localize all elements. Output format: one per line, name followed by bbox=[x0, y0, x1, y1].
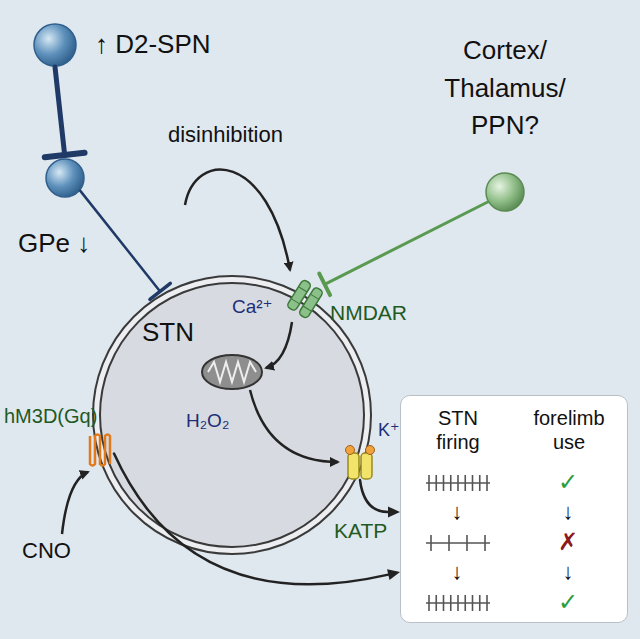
node-text: ↑ D2-SPN bbox=[95, 29, 211, 60]
table-cell: ✓ bbox=[558, 468, 578, 497]
table-cell: ↓ bbox=[452, 499, 463, 525]
arrow-head bbox=[387, 569, 400, 580]
connector-line bbox=[114, 454, 388, 585]
node-text: hM3D(Gq) bbox=[4, 404, 97, 428]
connector bbox=[45, 67, 85, 157]
table-cell: ↓ bbox=[452, 559, 463, 585]
connector-line bbox=[325, 202, 488, 284]
h2o2-arrow bbox=[250, 390, 338, 462]
annotation-label: Ca²⁺ bbox=[232, 296, 273, 319]
table-cell: ↓ bbox=[563, 559, 574, 585]
channel-symbol bbox=[288, 280, 322, 318]
annotation-label: CNO bbox=[22, 538, 71, 564]
annotation-label: disinhibition bbox=[168, 122, 283, 148]
cno-arrow bbox=[62, 472, 88, 534]
connector-line bbox=[80, 191, 160, 292]
nmda-receptor: NMDAR bbox=[288, 280, 322, 318]
connector bbox=[80, 191, 170, 300]
inhibition-bar bbox=[45, 153, 85, 157]
connector bbox=[360, 480, 400, 517]
annotation-label: K⁺ bbox=[378, 420, 400, 442]
dreadd-receptor: hM3D(Gq) bbox=[88, 432, 114, 468]
d2-spn-neuron: ↑ D2-SPN bbox=[33, 23, 77, 67]
table-cell: ↓ bbox=[563, 499, 574, 525]
node-text: KATP bbox=[334, 518, 387, 543]
disinhibition-arrow bbox=[185, 170, 290, 270]
calcium-arrow bbox=[266, 322, 292, 368]
neuron-sphere bbox=[33, 23, 77, 67]
gpe-neuron: GPe ↓ bbox=[45, 158, 85, 198]
outcome-table: STN firing forelimb use bbox=[400, 395, 628, 623]
node-text: forelimb use bbox=[526, 406, 612, 454]
channel-symbol bbox=[344, 444, 376, 480]
connector-line bbox=[55, 67, 65, 155]
node-text: NMDAR bbox=[330, 300, 407, 325]
node-text: Cortex/ Thalamus/ PPN? bbox=[430, 32, 580, 145]
katp-channel: KATP bbox=[344, 444, 376, 480]
inhibition-bar bbox=[150, 283, 170, 299]
connector bbox=[114, 454, 400, 585]
neuron-sphere bbox=[485, 172, 525, 212]
annotation-label: H₂O₂ bbox=[186, 410, 229, 433]
table-cell: ✗ bbox=[558, 528, 578, 557]
input-neuron: Cortex/ Thalamus/ PPN? bbox=[485, 172, 525, 212]
table-cell: ✓ bbox=[558, 588, 578, 617]
connector bbox=[319, 202, 487, 295]
node-text: STN bbox=[142, 317, 194, 348]
node-text: GPe ↓ bbox=[18, 228, 90, 259]
connector-line bbox=[360, 480, 388, 512]
neuron-sphere bbox=[45, 158, 85, 198]
node-text: STN firing bbox=[415, 406, 501, 454]
inhibition-bar bbox=[319, 274, 330, 295]
arrow-head bbox=[388, 506, 400, 517]
mitochondrion bbox=[202, 355, 262, 389]
receptor-symbol bbox=[88, 432, 114, 468]
table-panel bbox=[401, 396, 627, 622]
